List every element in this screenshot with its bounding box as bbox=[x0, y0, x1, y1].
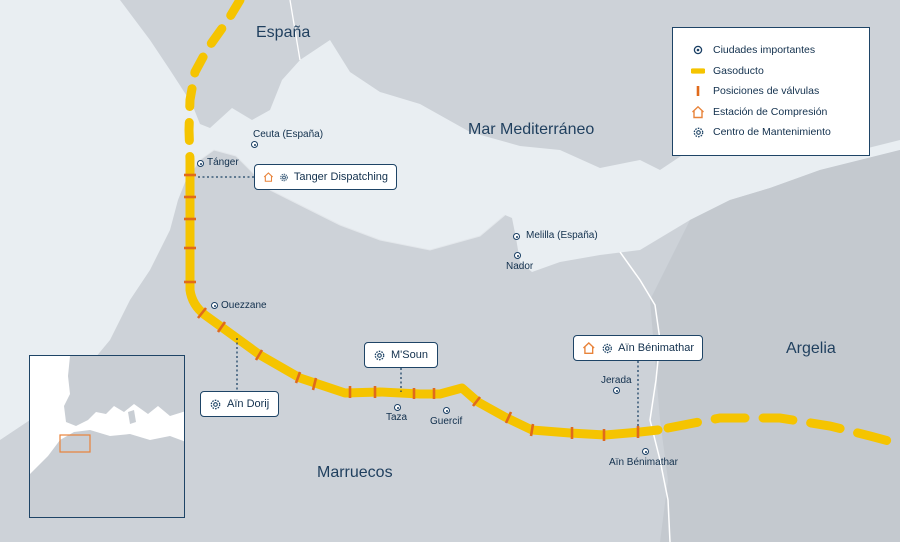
algeria-land bbox=[650, 150, 900, 542]
legend-row-cities: Ciudades importantes bbox=[691, 40, 869, 61]
region-label-sea: Mar Mediterráneo bbox=[468, 121, 595, 138]
city-label-tanger: Tánger bbox=[207, 157, 239, 168]
compression-station-icon bbox=[582, 342, 595, 355]
city-marker-melilla bbox=[513, 233, 520, 240]
valve-marker bbox=[216, 321, 227, 333]
legend-row-pipeline: Gasoducto bbox=[691, 61, 869, 82]
pipeline-swatch-icon bbox=[691, 68, 705, 74]
inset-europe-land bbox=[64, 356, 184, 426]
legend-label: Gasoducto bbox=[713, 64, 764, 77]
leader-lines bbox=[198, 176, 639, 428]
callout-label: Aïn Bénimathar bbox=[618, 342, 694, 354]
city-marker-nador bbox=[514, 252, 521, 259]
region-label-morocco: Marruecos bbox=[317, 464, 393, 481]
pipeline-strait-dashed bbox=[184, 0, 245, 165]
callout-ain-benimathar: Aïn Bénimathar bbox=[573, 335, 703, 361]
city-marker-jerada bbox=[613, 387, 620, 394]
city-label-ouezzane: Ouezzane bbox=[221, 300, 267, 311]
compression-station-icon bbox=[263, 172, 274, 182]
compression-station-icon bbox=[692, 105, 704, 118]
valve-group bbox=[184, 173, 640, 441]
city-marker-tanger bbox=[197, 160, 204, 167]
city-marker-ceuta bbox=[251, 141, 258, 148]
city-marker-taza bbox=[394, 404, 401, 411]
city-marker-guercif bbox=[443, 407, 450, 414]
inset-island bbox=[128, 410, 136, 424]
valve-marker bbox=[504, 411, 513, 424]
city-label-ain-benimathar: Aïn Bénimathar bbox=[609, 457, 678, 468]
legend-row-maintenance: Centro de Mantenimiento bbox=[691, 122, 869, 143]
callout-tanger-dispatching: Tanger Dispatching bbox=[254, 164, 397, 190]
pipeline-main bbox=[185, 155, 663, 440]
locator-inset-map bbox=[29, 355, 185, 518]
city-label-jerada: Jerada bbox=[601, 375, 632, 386]
pipeline-algeria-dashed bbox=[663, 413, 900, 449]
maintenance-center-icon bbox=[693, 127, 703, 138]
inset-map-graphic bbox=[30, 356, 184, 517]
callout-label: Aïn Dorij bbox=[227, 398, 270, 410]
region-label-algeria: Argelia bbox=[786, 340, 836, 357]
maintenance-center-icon bbox=[210, 399, 221, 409]
valve-marker bbox=[529, 423, 535, 437]
spain-internal-border bbox=[289, 0, 301, 61]
legend-label: Centro de Mantenimiento bbox=[713, 126, 831, 139]
maintenance-center-icon bbox=[280, 173, 288, 181]
legend-label: Posiciones de válvulas bbox=[713, 85, 820, 98]
morocco-algeria-border bbox=[619, 251, 671, 542]
city-label-ceuta: Ceuta (España) bbox=[253, 129, 324, 140]
valve-marker bbox=[196, 307, 208, 319]
valve-marker bbox=[254, 349, 264, 361]
inset-focus-rectangle bbox=[59, 434, 91, 453]
valve-marker bbox=[311, 377, 318, 391]
map-legend: Ciudades importantes Gasoducto Posicione… bbox=[672, 27, 870, 156]
callout-label: M'Soun bbox=[391, 349, 428, 361]
city-label-taza: Taza bbox=[386, 412, 408, 423]
region-label-spain: España bbox=[256, 24, 311, 41]
coast-highlight bbox=[185, 149, 506, 251]
callout-ain-dorij: Aïn Dorij bbox=[200, 391, 279, 417]
legend-label: Ciudades importantes bbox=[713, 44, 816, 57]
legend-row-compression: Estación de Compresión bbox=[691, 102, 869, 123]
city-label-nador: Nador bbox=[506, 261, 534, 272]
callout-msoun: M'Soun bbox=[364, 342, 438, 368]
callout-label: Tanger Dispatching bbox=[293, 171, 388, 183]
city-label-melilla: Melilla (España) bbox=[526, 230, 598, 241]
city-marker-icon bbox=[693, 46, 703, 55]
maintenance-center-icon bbox=[374, 350, 385, 360]
maintenance-center-icon bbox=[602, 343, 612, 353]
valve-marker bbox=[471, 396, 482, 407]
legend-row-valves: Posiciones de válvulas bbox=[691, 81, 869, 102]
valve-marker bbox=[294, 371, 302, 384]
city-label-guercif: Guercif bbox=[430, 416, 463, 427]
city-marker-ouezzane bbox=[211, 302, 218, 309]
valve-marker-icon bbox=[696, 86, 700, 97]
city-marker-ain-benimathar bbox=[642, 448, 649, 455]
legend-label: Estación de Compresión bbox=[713, 105, 828, 118]
